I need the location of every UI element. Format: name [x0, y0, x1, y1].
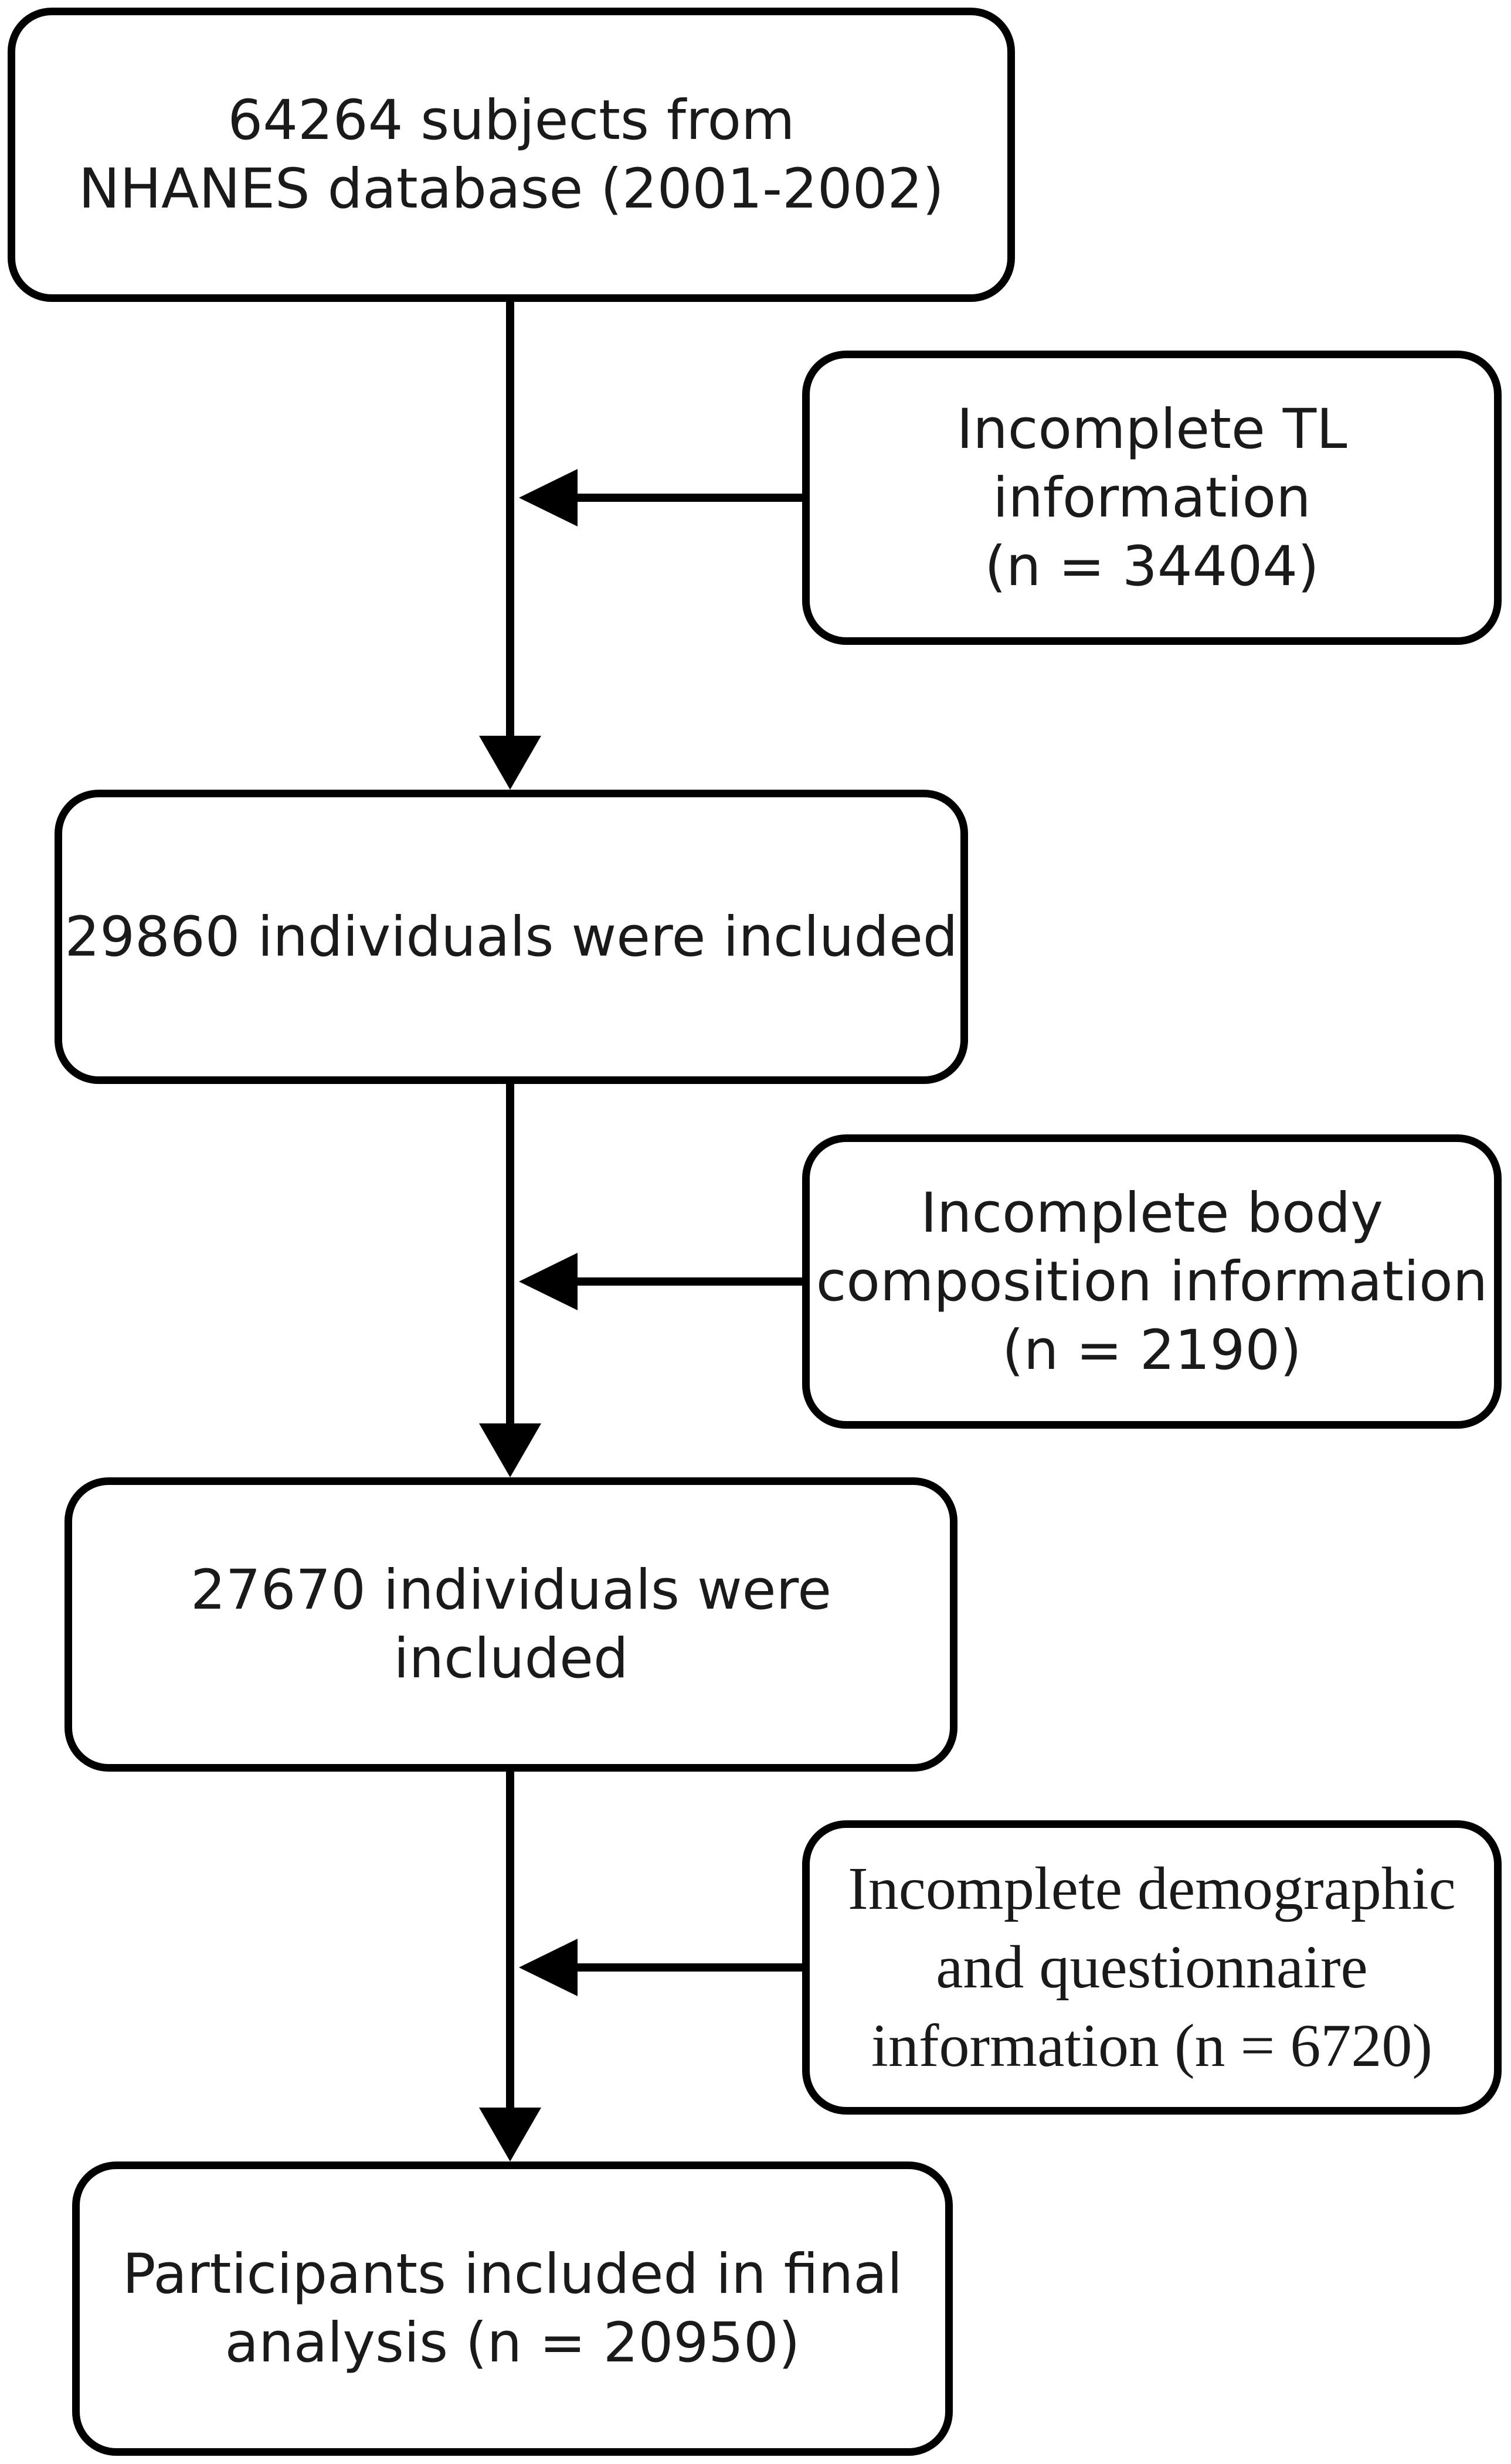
- step-label-after-tl: 29860 individuals were included: [64, 905, 958, 969]
- exclusion-label-tl-information: Incomplete TL information (n = 34404): [956, 397, 1347, 599]
- exclusion-arrowhead-1: [519, 469, 578, 526]
- exclusion-box-demographic-questionnaire: Incomplete demographic and questionnaire…: [802, 1820, 1502, 2115]
- exclusion-box-tl-information: Incomplete TL information (n = 34404): [802, 351, 1502, 645]
- step-box-after-body-composition: 27670 individuals were included: [64, 1477, 957, 1772]
- exclusion-box-body-composition: Incomplete body composition information …: [802, 1134, 1502, 1429]
- exclusion-arrowhead-2: [519, 1253, 578, 1310]
- exclusion-label-body-composition: Incomplete body composition information …: [816, 1181, 1488, 1382]
- step-label-after-body-composition: 27670 individuals were included: [190, 1558, 832, 1691]
- step-box-after-tl: 29860 individuals were included: [55, 790, 968, 1084]
- step-label-final-analysis: Participants included in final analysis …: [122, 2242, 903, 2375]
- flow-arrowhead-1: [479, 736, 541, 790]
- exclusion-arrowhead-3: [519, 1939, 578, 1996]
- flow-arrowhead-3: [479, 2108, 541, 2161]
- step-box-initial-subjects: 64264 subjects from NHANES database (200…: [8, 8, 1015, 302]
- step-label-initial-subjects: 64264 subjects from NHANES database (200…: [79, 89, 944, 221]
- flow-arrowhead-2: [479, 1423, 541, 1477]
- exclusion-label-demographic-questionnaire: Incomplete demographic and questionnaire…: [848, 1855, 1456, 2079]
- step-box-final-analysis: Participants included in final analysis …: [72, 2161, 953, 2456]
